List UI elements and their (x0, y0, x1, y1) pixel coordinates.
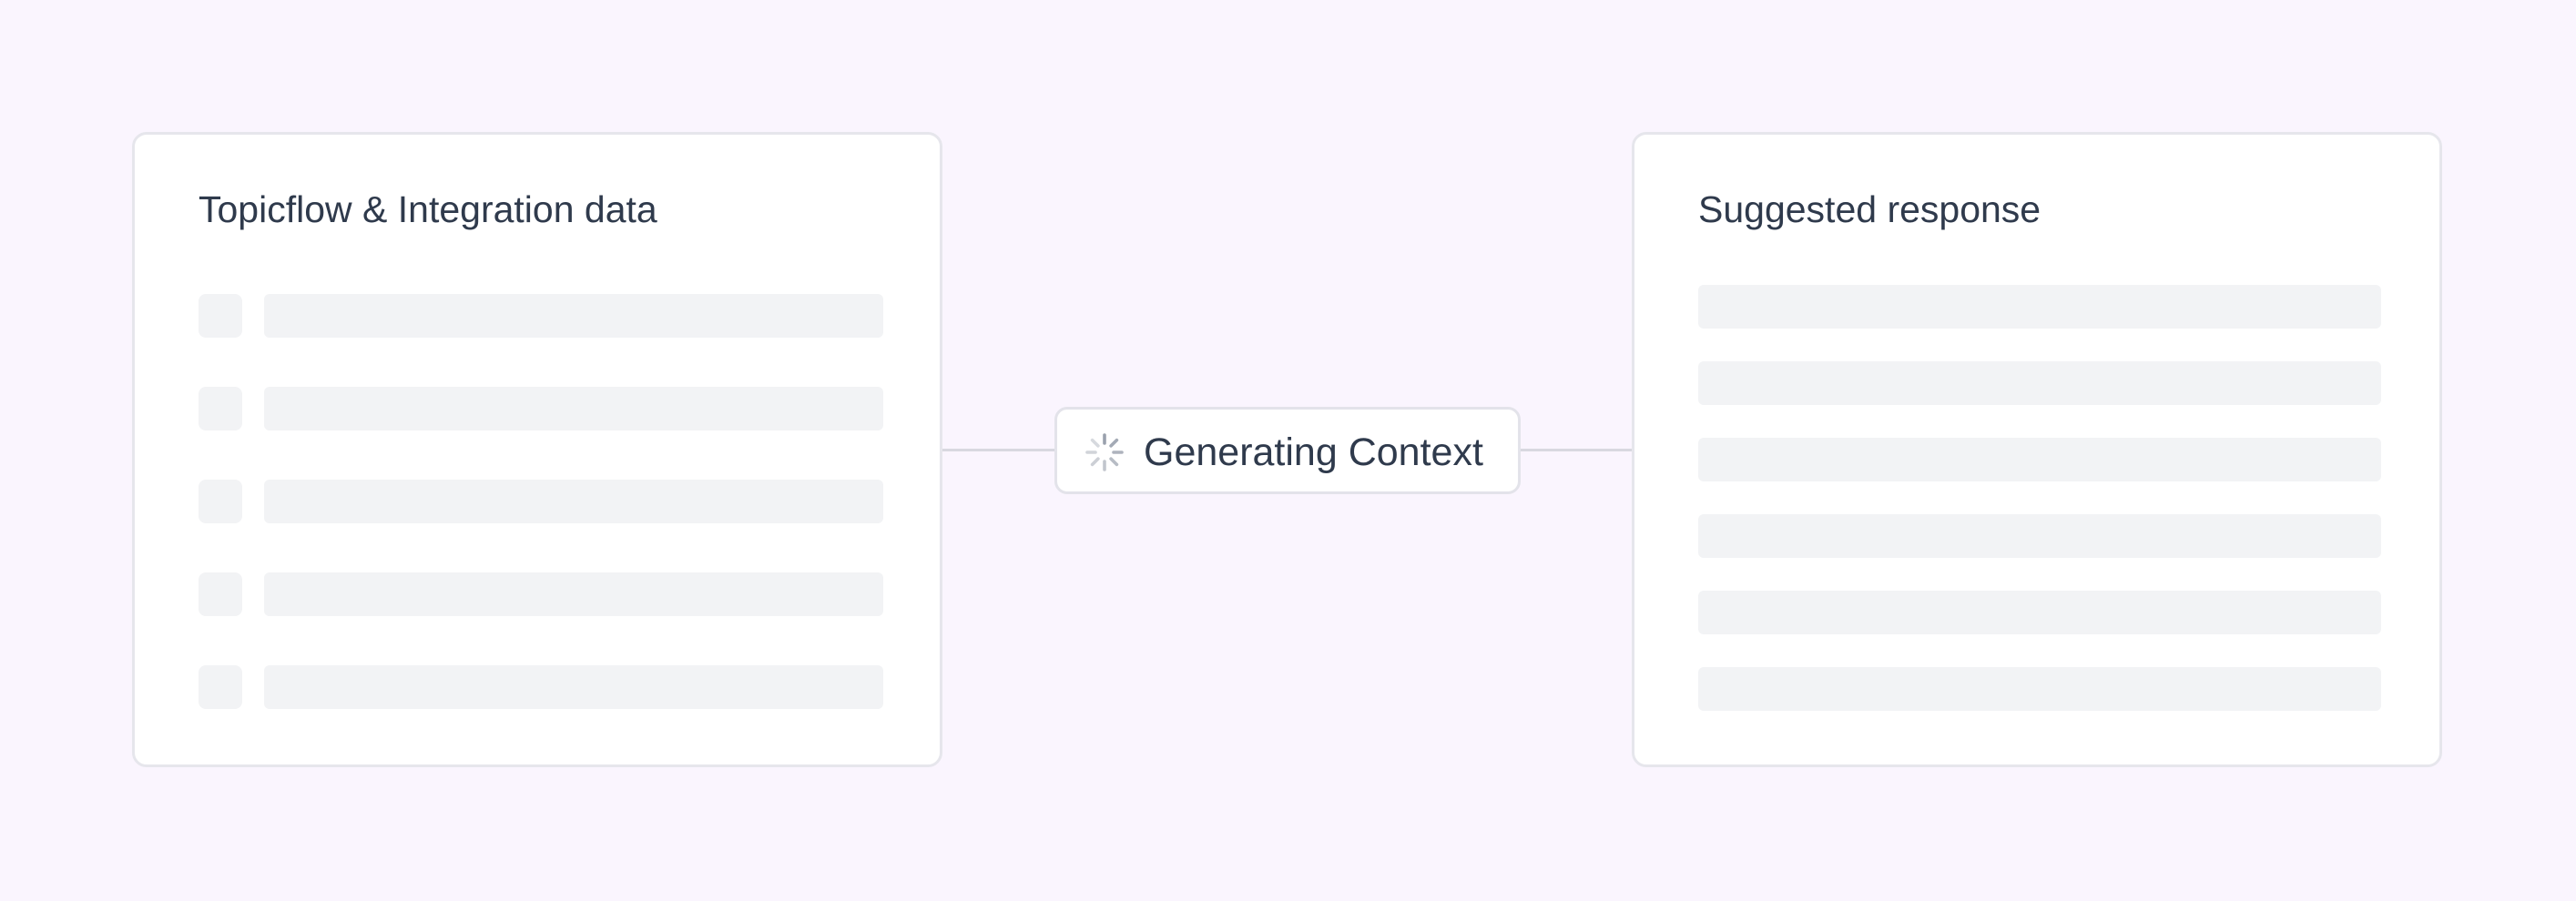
skeleton-text-placeholder (264, 572, 883, 616)
skeleton-icon-placeholder (199, 665, 242, 709)
skeleton-icon-placeholder (199, 387, 242, 430)
skeleton-text-placeholder (264, 665, 883, 709)
suggested-response-card: Suggested response (1632, 132, 2442, 767)
skeleton-text-placeholder (264, 387, 883, 430)
right-connector-line (1521, 449, 1632, 451)
skeleton-icon-placeholder (199, 480, 242, 523)
generating-status-label: Generating Context (1144, 430, 1483, 474)
skeleton-text-line (1698, 438, 2381, 481)
skeleton-text-line (1698, 591, 2381, 634)
spinner-icon (1085, 433, 1124, 471)
skeleton-text-placeholder (264, 480, 883, 523)
skeleton-text-line (1698, 514, 2381, 558)
suggested-response-title: Suggested response (1698, 188, 2041, 230)
skeleton-icon-placeholder (199, 294, 242, 338)
generating-status-pill: Generating Context (1054, 407, 1521, 494)
left-connector-line (942, 449, 1054, 451)
source-data-title: Topicflow & Integration data (199, 188, 657, 230)
skeleton-text-line (1698, 361, 2381, 405)
skeleton-icon-placeholder (199, 572, 242, 616)
source-data-card: Topicflow & Integration data (132, 132, 942, 767)
skeleton-text-line (1698, 667, 2381, 711)
skeleton-text-placeholder (264, 294, 883, 338)
skeleton-text-line (1698, 285, 2381, 329)
